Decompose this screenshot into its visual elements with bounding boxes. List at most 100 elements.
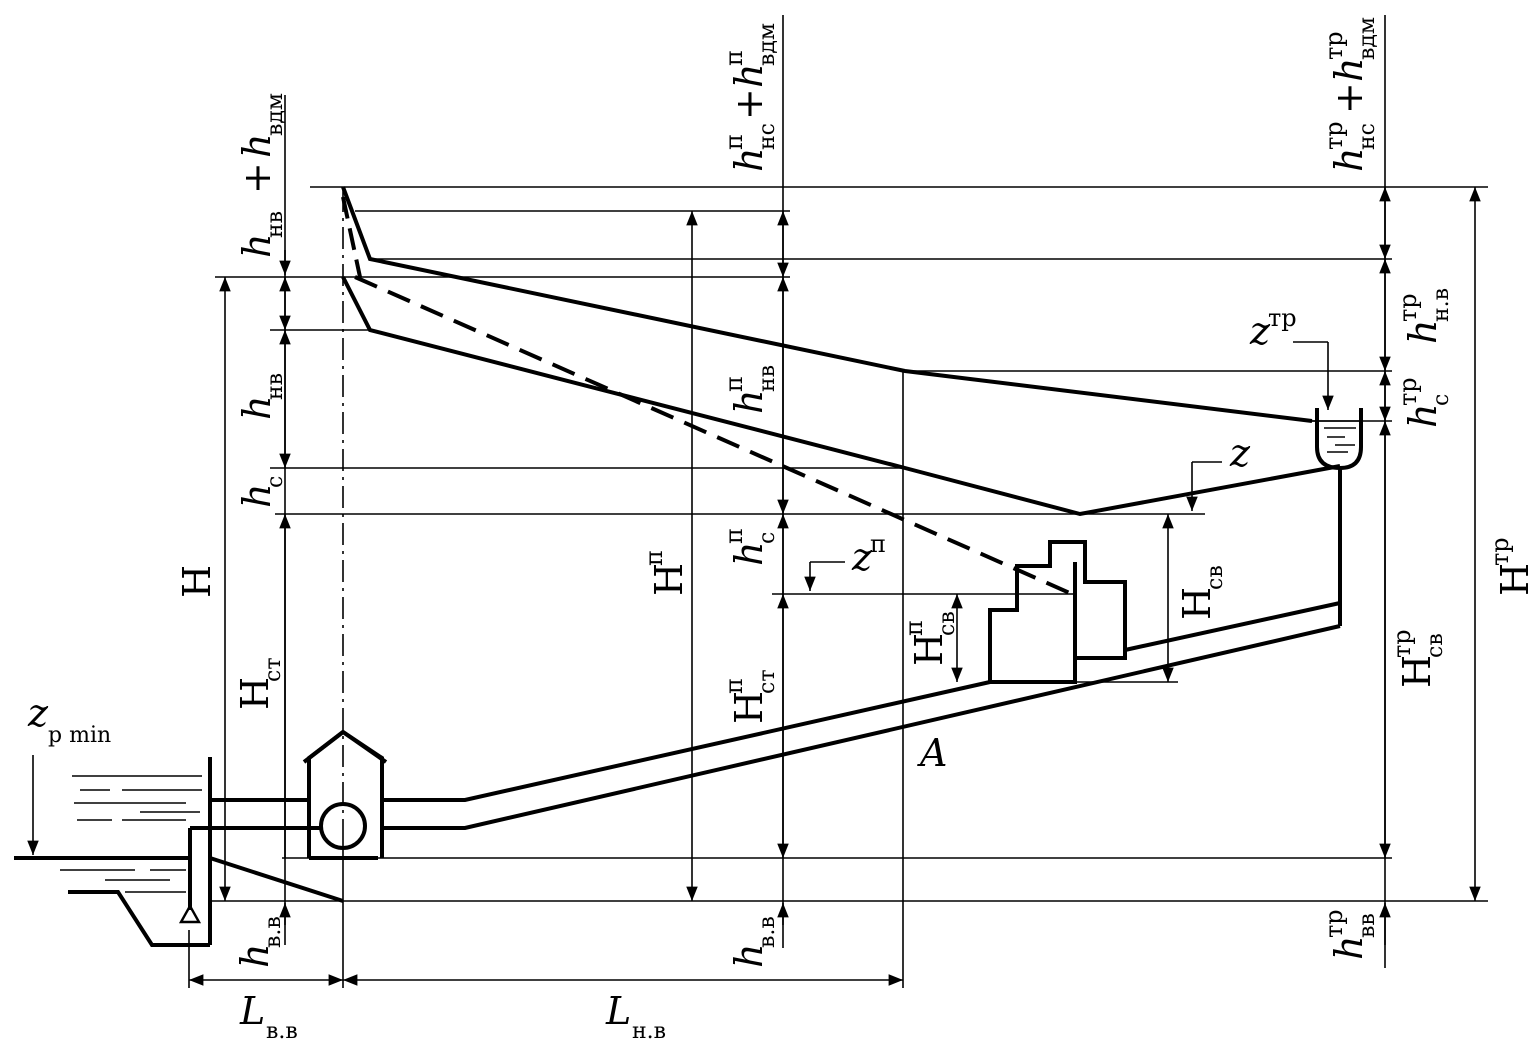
svg-text:H: H	[175, 565, 219, 598]
svg-text:нс: нс	[755, 123, 780, 150]
svg-text:H: H	[727, 691, 771, 724]
water-tower	[1315, 408, 1363, 471]
water-intake	[14, 757, 344, 947]
svg-text:тр: тр	[1268, 304, 1297, 332]
svg-text:п: п	[870, 530, 886, 558]
label-L-vv: L в.в	[239, 989, 298, 1044]
label-z-p: z п	[851, 530, 886, 579]
svg-text:H: H	[1395, 655, 1439, 688]
svg-text:нс: нс	[1355, 123, 1380, 150]
svg-text:h: h	[233, 944, 277, 968]
svg-text:тр: тр	[1388, 629, 1416, 658]
buildings	[988, 540, 1127, 684]
label-Hsv: H св	[1175, 565, 1228, 620]
svg-text:h: h	[727, 944, 771, 968]
head-lines	[341, 186, 1341, 596]
svg-text:A: A	[917, 731, 947, 775]
svg-text:h: h	[727, 542, 771, 566]
label-H: H	[175, 565, 219, 598]
svg-text:п: п	[720, 678, 748, 694]
svg-text:z: z	[851, 535, 873, 579]
svg-text:h: h	[1401, 404, 1445, 428]
svg-text:вдм: вдм	[755, 23, 780, 66]
svg-text:с: с	[755, 532, 780, 544]
svg-text:h: h	[235, 234, 279, 258]
label-hs-p: h п с	[720, 528, 780, 566]
label-L-nv: L н.в	[605, 989, 666, 1044]
svg-text:z: z	[27, 691, 49, 735]
label-Hst-p: H п ст	[720, 670, 780, 725]
label-hnv-p: h п нв	[720, 365, 780, 414]
svg-text:ст: ст	[755, 670, 780, 695]
svg-text:нв: нв	[263, 373, 288, 400]
svg-text:H: H	[1175, 587, 1219, 620]
label-hns-tr-plus-hvdm-tr: h тр нс + h тр вдм	[1320, 17, 1380, 172]
svg-text:L: L	[605, 989, 631, 1033]
label-hnv-plus-hvdm: h нв + h вдм	[235, 93, 288, 258]
svg-text:H: H	[233, 677, 277, 710]
terrain-lines	[380, 466, 1342, 830]
svg-text:h: h	[727, 64, 771, 88]
dimension-arrows	[27, 187, 1481, 986]
label-z: z	[1229, 431, 1251, 475]
svg-text:H: H	[1493, 563, 1537, 596]
horizontal-reference-lines	[210, 186, 1488, 902]
label-H-p: H п	[640, 550, 691, 596]
vertical-reference-lines	[188, 15, 1386, 988]
svg-text:св: св	[1423, 633, 1448, 658]
svg-text:+: +	[727, 88, 771, 120]
svg-text:н.в: н.в	[632, 1019, 666, 1044]
svg-text:+: +	[235, 162, 279, 194]
svg-text:h: h	[235, 396, 279, 420]
svg-text:h: h	[1401, 320, 1445, 344]
label-hvv-tr: h тр вв	[1320, 909, 1380, 960]
svg-text:тр: тр	[1320, 121, 1348, 150]
label-Hst: H ст	[233, 658, 286, 711]
svg-text:H: H	[907, 633, 951, 666]
svg-text:п: п	[640, 550, 668, 566]
svg-text:св: св	[1203, 565, 1228, 590]
label-H-tr: H тр	[1486, 537, 1537, 596]
svg-text:вв: вв	[1355, 913, 1380, 938]
label-z-p-min: z р min	[27, 691, 111, 748]
svg-text:с: с	[1429, 394, 1454, 406]
svg-text:тр: тр	[1394, 293, 1422, 322]
svg-text:h: h	[727, 390, 771, 414]
svg-text:L: L	[239, 989, 265, 1033]
svg-text:п: п	[720, 134, 748, 150]
svg-text:h: h	[727, 148, 771, 172]
svg-text:п: п	[900, 620, 928, 636]
label-hnv-tr: h тр н.в	[1394, 288, 1454, 344]
label-Hsv-tr: H тр св	[1388, 629, 1448, 688]
svg-text:нв: нв	[755, 365, 780, 392]
svg-text:тр: тр	[1486, 537, 1514, 566]
label-hvv-p: h в.в	[727, 916, 780, 968]
svg-text:нв: нв	[263, 211, 288, 238]
svg-text:тр: тр	[1320, 31, 1348, 60]
label-hns-p-plus-hvdm-p: h п нс + h п вдм	[720, 23, 780, 172]
svg-text:п: п	[720, 50, 748, 66]
svg-text:+: +	[1327, 82, 1371, 114]
svg-text:тр: тр	[1394, 377, 1422, 406]
svg-text:в.в: в.в	[266, 1019, 298, 1044]
label-z-tr: z тр	[1249, 304, 1297, 353]
svg-text:п: п	[720, 528, 748, 544]
label-hnv: h нв	[235, 373, 288, 420]
svg-text:H: H	[647, 563, 691, 596]
svg-text:ст: ст	[261, 658, 286, 683]
label-hs: h с	[235, 476, 288, 508]
svg-text:в.в: в.в	[261, 916, 286, 948]
label-hvv: h в.в	[233, 916, 286, 968]
label-A: A	[917, 731, 947, 775]
svg-text:с: с	[263, 476, 288, 488]
svg-text:h: h	[1327, 936, 1371, 960]
svg-text:h: h	[235, 484, 279, 508]
svg-text:z: z	[1229, 431, 1251, 475]
svg-text:тр: тр	[1320, 909, 1348, 938]
svg-text:z: z	[1249, 309, 1271, 353]
label-Hsv-p: H п св	[900, 611, 960, 666]
svg-text:вдм: вдм	[263, 93, 288, 136]
svg-text:н.в: н.в	[1429, 288, 1454, 322]
svg-text:h: h	[235, 134, 279, 158]
